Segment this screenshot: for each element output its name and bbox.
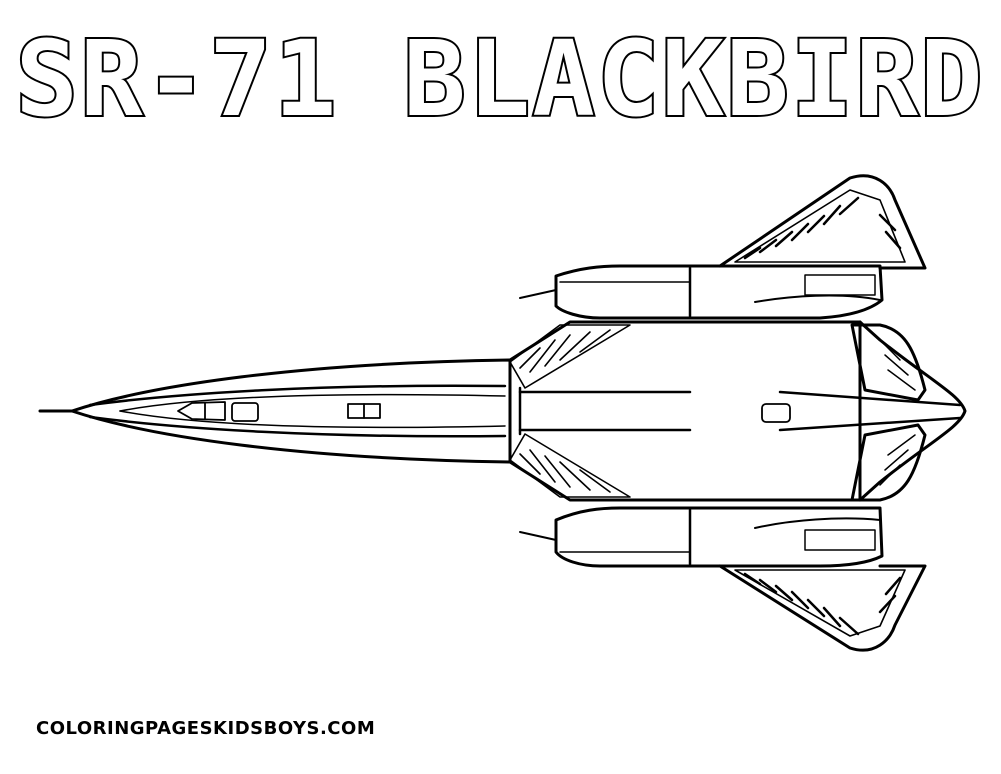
main-body [508,320,967,502]
sr71-line-drawing [38,174,967,652]
vertical-stabilizer-upper [850,323,927,402]
wing-lower-outer [718,564,927,652]
page-title: SR-71 BLACKBIRD [13,20,984,140]
engine-nacelle-upper [519,264,884,320]
chine-upper [509,324,631,389]
page-title-text: SR-71 BLACKBIRD [15,20,984,140]
chine-lower [509,433,631,498]
cockpit [177,401,381,422]
wing-upper-outer [718,174,927,270]
engine-nacelle-lower [519,506,884,568]
footer-credit: COLORINGPAGESKIDSBOYS.COM [36,718,376,739]
forward-fuselage [70,358,512,464]
vertical-stabilizer-lower [850,423,927,502]
